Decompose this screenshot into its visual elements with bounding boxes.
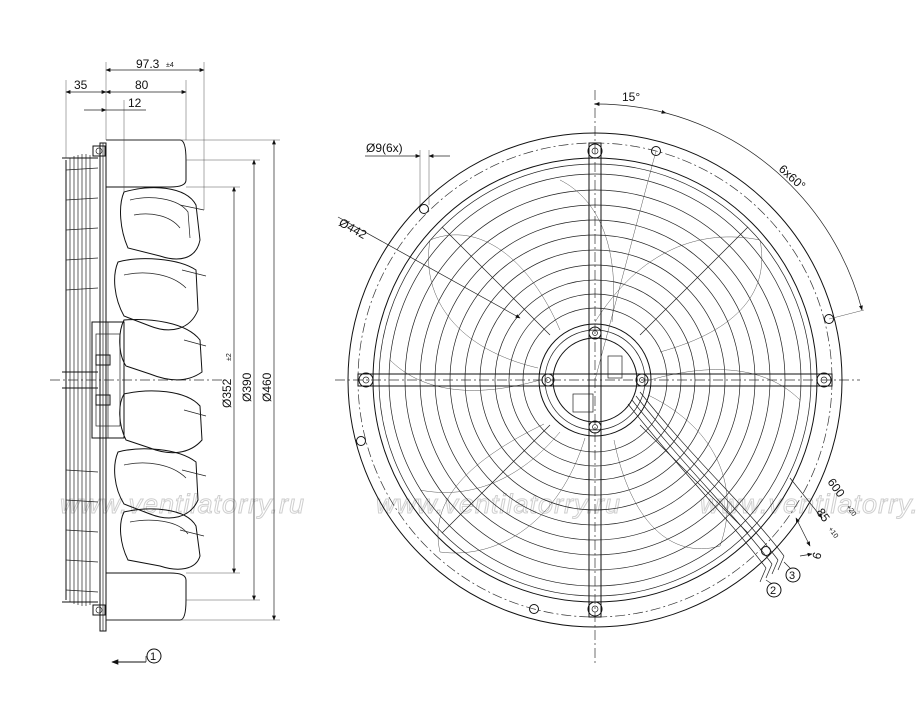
dim-12: 12 bbox=[84, 96, 146, 112]
dim-352-tolerance: ±2 bbox=[226, 353, 233, 361]
dim-cable-85-tolerance: +10 bbox=[826, 526, 839, 540]
diagonal-spoke bbox=[639, 226, 749, 336]
vertical-spoke bbox=[588, 142, 602, 618]
top-bolt bbox=[92, 145, 106, 157]
watermark-text-3: www.ventilatorry.ru bbox=[700, 489, 916, 519]
dim-6-label: 6 bbox=[809, 550, 824, 560]
mounting-hole bbox=[529, 604, 539, 614]
dim-pattern-6x60-label: 6x60° bbox=[776, 162, 808, 193]
dim-460-label: Ø460 bbox=[260, 372, 274, 402]
diagonal-spoke bbox=[441, 424, 551, 534]
dim-442: Ø442 bbox=[337, 215, 521, 319]
mounting-hole bbox=[419, 204, 429, 214]
dim-angle-15-label: 15° bbox=[622, 90, 640, 104]
dim-352-label: Ø352 bbox=[220, 378, 234, 408]
front-view: 15° 6x60° Ø9(6x) Ø442 600 +20 bbox=[335, 90, 865, 665]
wall-ring-bottom bbox=[106, 572, 187, 621]
callout-1-label: 1 bbox=[150, 651, 156, 663]
dim-80: 80 bbox=[105, 78, 187, 94]
mounting-hole bbox=[761, 546, 771, 556]
dim-442-label: Ø442 bbox=[337, 215, 370, 242]
dim-holes: Ø9(6x) bbox=[365, 141, 450, 205]
side-view: 97.3 ±4 35 80 12 Ø352 ±2 Ø390 bbox=[50, 57, 280, 665]
dim-97-tolerance: ±4 bbox=[166, 62, 174, 69]
wall-ring-top bbox=[106, 139, 187, 188]
watermark-text-2: www.ventilatorry.ru bbox=[376, 489, 621, 519]
guard-grill bbox=[62, 154, 99, 606]
mounting-hole bbox=[651, 146, 661, 156]
callout-2-label: 2 bbox=[770, 585, 776, 597]
cable-bundle bbox=[627, 391, 785, 583]
guard-spokes bbox=[357, 142, 833, 618]
motor-front bbox=[538, 323, 652, 437]
bottom-bolt bbox=[92, 604, 106, 616]
airflow-direction-callout: 1 bbox=[111, 648, 162, 665]
motor-hub bbox=[62, 321, 125, 439]
callout-3: 3 bbox=[783, 561, 801, 583]
diagonal-spoke bbox=[639, 424, 749, 534]
guard-rings bbox=[388, 173, 802, 587]
callout-3-label: 3 bbox=[789, 570, 795, 582]
dim-390-label: Ø390 bbox=[240, 372, 254, 402]
dim-35: 35 bbox=[65, 78, 107, 94]
horizontal-spoke bbox=[357, 373, 833, 387]
mounting-hole bbox=[356, 436, 366, 446]
dim-12-label: 12 bbox=[128, 96, 142, 110]
guard-feet bbox=[358, 143, 832, 617]
mounting-holes bbox=[356, 146, 834, 614]
dim-angle-15: 15° bbox=[594, 90, 667, 381]
dim-97-label: 97.3 bbox=[136, 57, 160, 71]
dim-460: Ø460 bbox=[260, 139, 276, 621]
impeller-blades-side bbox=[114, 187, 207, 570]
mounting-hole bbox=[824, 314, 834, 324]
dim-352: Ø352 ±2 bbox=[220, 186, 236, 574]
dim-80-label: 80 bbox=[135, 78, 149, 92]
outer-plate bbox=[347, 132, 843, 628]
dim-97: 97.3 ±4 bbox=[105, 57, 205, 72]
dim-390: Ø390 bbox=[240, 159, 256, 601]
dim-6: 6 bbox=[799, 550, 825, 561]
diagonal-spoke bbox=[441, 226, 551, 336]
dim-35-label: 35 bbox=[74, 78, 88, 92]
watermark: www.ventilatorry.ru www.ventilatorry.ru … bbox=[60, 489, 916, 520]
callout-2: 2 bbox=[765, 579, 782, 598]
dim-pattern-6x60: 6x60° bbox=[665, 112, 865, 320]
dim-holes-label: Ø9(6x) bbox=[366, 141, 403, 155]
